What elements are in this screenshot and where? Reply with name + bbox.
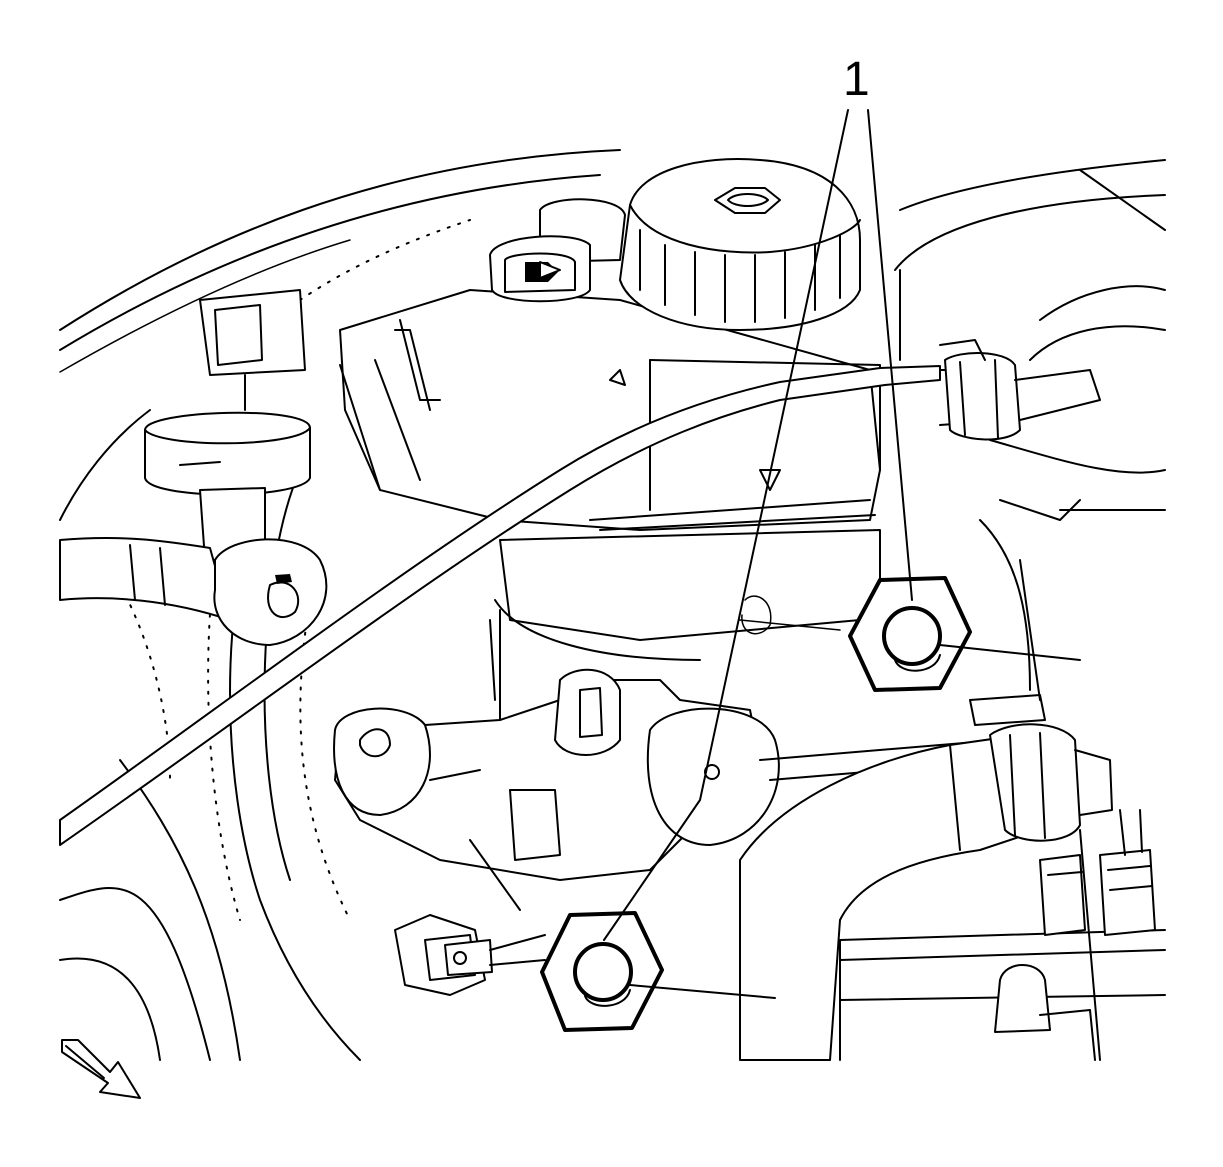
right-bay-structure [894,159,1166,701]
brake-line-fitting-left [394,914,546,996]
vacuum-sensor [144,289,311,561]
coolant-hose-right [739,694,1113,1061]
lower-right-bracket [839,809,1166,1061]
vacuum-hose [59,537,328,646]
callout-label-1: 1 [843,53,870,106]
level-sensor-connector [489,198,626,303]
fluid-reservoir [339,289,881,661]
body-panel-arcs [59,149,621,1061]
reservoir-cap [619,158,861,331]
mounting-nut-upper [739,576,972,692]
brake-pipe-diagonal [59,339,1101,846]
callout-leaders [603,109,1081,999]
view-direction-arrow-icon [61,1039,141,1099]
mounting-nut-lower [540,911,664,1032]
